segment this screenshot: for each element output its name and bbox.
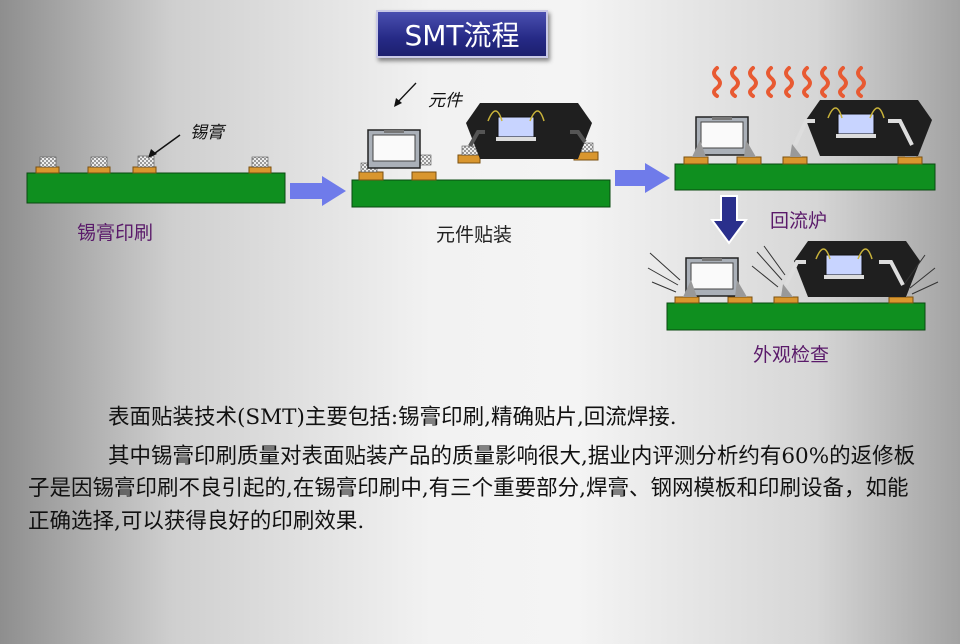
stage2-board-group bbox=[351, 82, 611, 208]
stage3-board-group bbox=[674, 66, 936, 245]
stage1-board-group bbox=[26, 134, 286, 204]
slide-title: SMT流程 bbox=[376, 10, 548, 58]
component-callout: 元件 bbox=[428, 91, 462, 111]
down-arrow bbox=[710, 195, 748, 245]
heat-waves-icon bbox=[712, 66, 866, 98]
stage-label-inspection: 外观检查 bbox=[753, 344, 830, 366]
paragraph-2: 其中锡膏印刷质量对表面贴装产品的质量影响很大,据业内评测分析约有60%的返修板子… bbox=[28, 443, 916, 534]
stage-label-placement: 元件贴装 bbox=[436, 224, 513, 246]
stage-label-paste-printing: 锡膏印刷 bbox=[77, 222, 154, 244]
pointer-arrow bbox=[150, 134, 181, 157]
shine-lines bbox=[647, 245, 939, 295]
solder-paste-callout: 锡膏 bbox=[190, 123, 224, 143]
stage-label-reflow: 回流炉 bbox=[770, 210, 828, 232]
solder-paste bbox=[39, 155, 269, 168]
chip-component bbox=[367, 129, 421, 169]
flow-arrow-1 bbox=[290, 176, 346, 206]
pads bbox=[35, 166, 272, 174]
pcb-board bbox=[26, 172, 286, 204]
paragraph-1: 表面贴装技术(SMT)主要包括:锡膏印刷,精确贴片,回流焊接. bbox=[108, 405, 677, 430]
flow-arrow-2 bbox=[615, 163, 670, 193]
stage4-board-group bbox=[647, 240, 939, 331]
description-text: 表面贴装技术(SMT)主要包括:锡膏印刷,精确贴片,回流焊接. 其中锡膏印刷质量… bbox=[28, 402, 928, 538]
